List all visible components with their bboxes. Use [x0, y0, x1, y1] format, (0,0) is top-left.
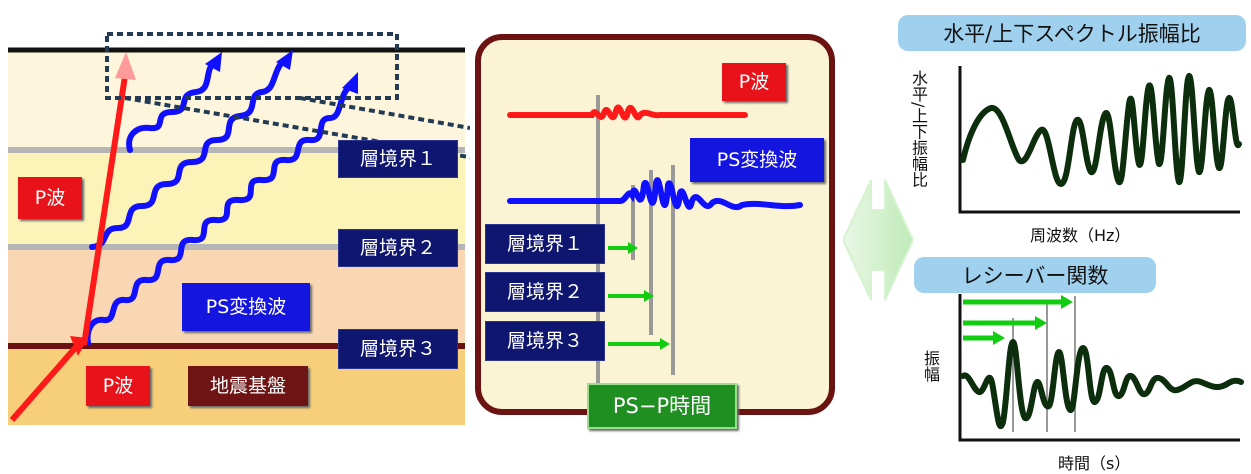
- receiver-function-axes: [958, 294, 1240, 442]
- bedrock-p-wave-label: P波: [86, 366, 150, 406]
- zoom-line-1: [124, 96, 470, 160]
- ps-wave-path-1: [126, 59, 217, 153]
- ps-wave-path-2: [89, 57, 287, 250]
- center-boundary-3-label: 層境界３: [485, 321, 605, 361]
- p-wave-incident: [9, 345, 79, 422]
- left-ps-wave-label: PS変換波: [182, 283, 310, 331]
- receiver-function-trace: [960, 339, 1244, 429]
- zoom-line-2: [299, 96, 470, 130]
- receiver-function-title: レシーバー関数: [914, 257, 1156, 293]
- layer-boundary-3-label: 層境界３: [338, 329, 458, 369]
- ps-wave-trace: [507, 177, 803, 210]
- spectral-ratio-trace: [960, 72, 1242, 187]
- spectral-ratio-axes: [958, 66, 1240, 214]
- bedrock-label: 地震基盤: [188, 366, 308, 406]
- center-ps-wave-label: PS変換波: [690, 138, 824, 182]
- delay-arrowhead-1: [628, 242, 638, 254]
- spectral-ratio-ylabel: 水平/上下振幅比: [909, 70, 928, 188]
- spectral-ratio-xlabel: 周波数（Hz）: [1030, 226, 1131, 245]
- center-p-wave-label: P波: [722, 63, 786, 101]
- p-wave-arrowhead: [115, 52, 136, 80]
- receiver-function-ylabel: 振幅: [921, 350, 940, 382]
- center-boundary-1-label: 層境界１: [485, 224, 605, 264]
- left-p-wave-label: P波: [18, 177, 82, 219]
- p-wave-ray: [81, 75, 128, 346]
- spectrum-title: 水平/上下スペクトル振幅比: [898, 15, 1246, 51]
- delay-arrowhead-3: [660, 338, 670, 350]
- receiver-box: [105, 32, 399, 100]
- receiver-function-xlabel: 時間（s）: [1058, 454, 1131, 473]
- ps-arrowhead-1: [205, 52, 222, 72]
- layer-boundary-1-label: 層境界１: [338, 140, 458, 178]
- ps-arrowhead-3: [342, 72, 358, 94]
- rf-arrowhead-2: [1035, 316, 1047, 330]
- center-boundary-2-label: 層境界２: [485, 272, 605, 312]
- rf-arrowhead-3: [1061, 295, 1073, 309]
- transform-arrow-icon: [843, 179, 913, 301]
- layer-boundary-2-label: 層境界２: [338, 229, 458, 267]
- p-wave-trace: [507, 104, 748, 121]
- ps-delay-arrows: [608, 242, 670, 350]
- delay-arrowhead-2: [644, 290, 654, 302]
- rf-arrowhead-1: [993, 331, 1005, 345]
- ps-arrowhead-2: [276, 50, 293, 70]
- ps-p-time-label: PS−P時間: [587, 383, 737, 429]
- spectral-ratio-plot: [958, 66, 1242, 214]
- ps-wave-path-3: [84, 83, 353, 346]
- receiver-function-plot: [958, 294, 1244, 442]
